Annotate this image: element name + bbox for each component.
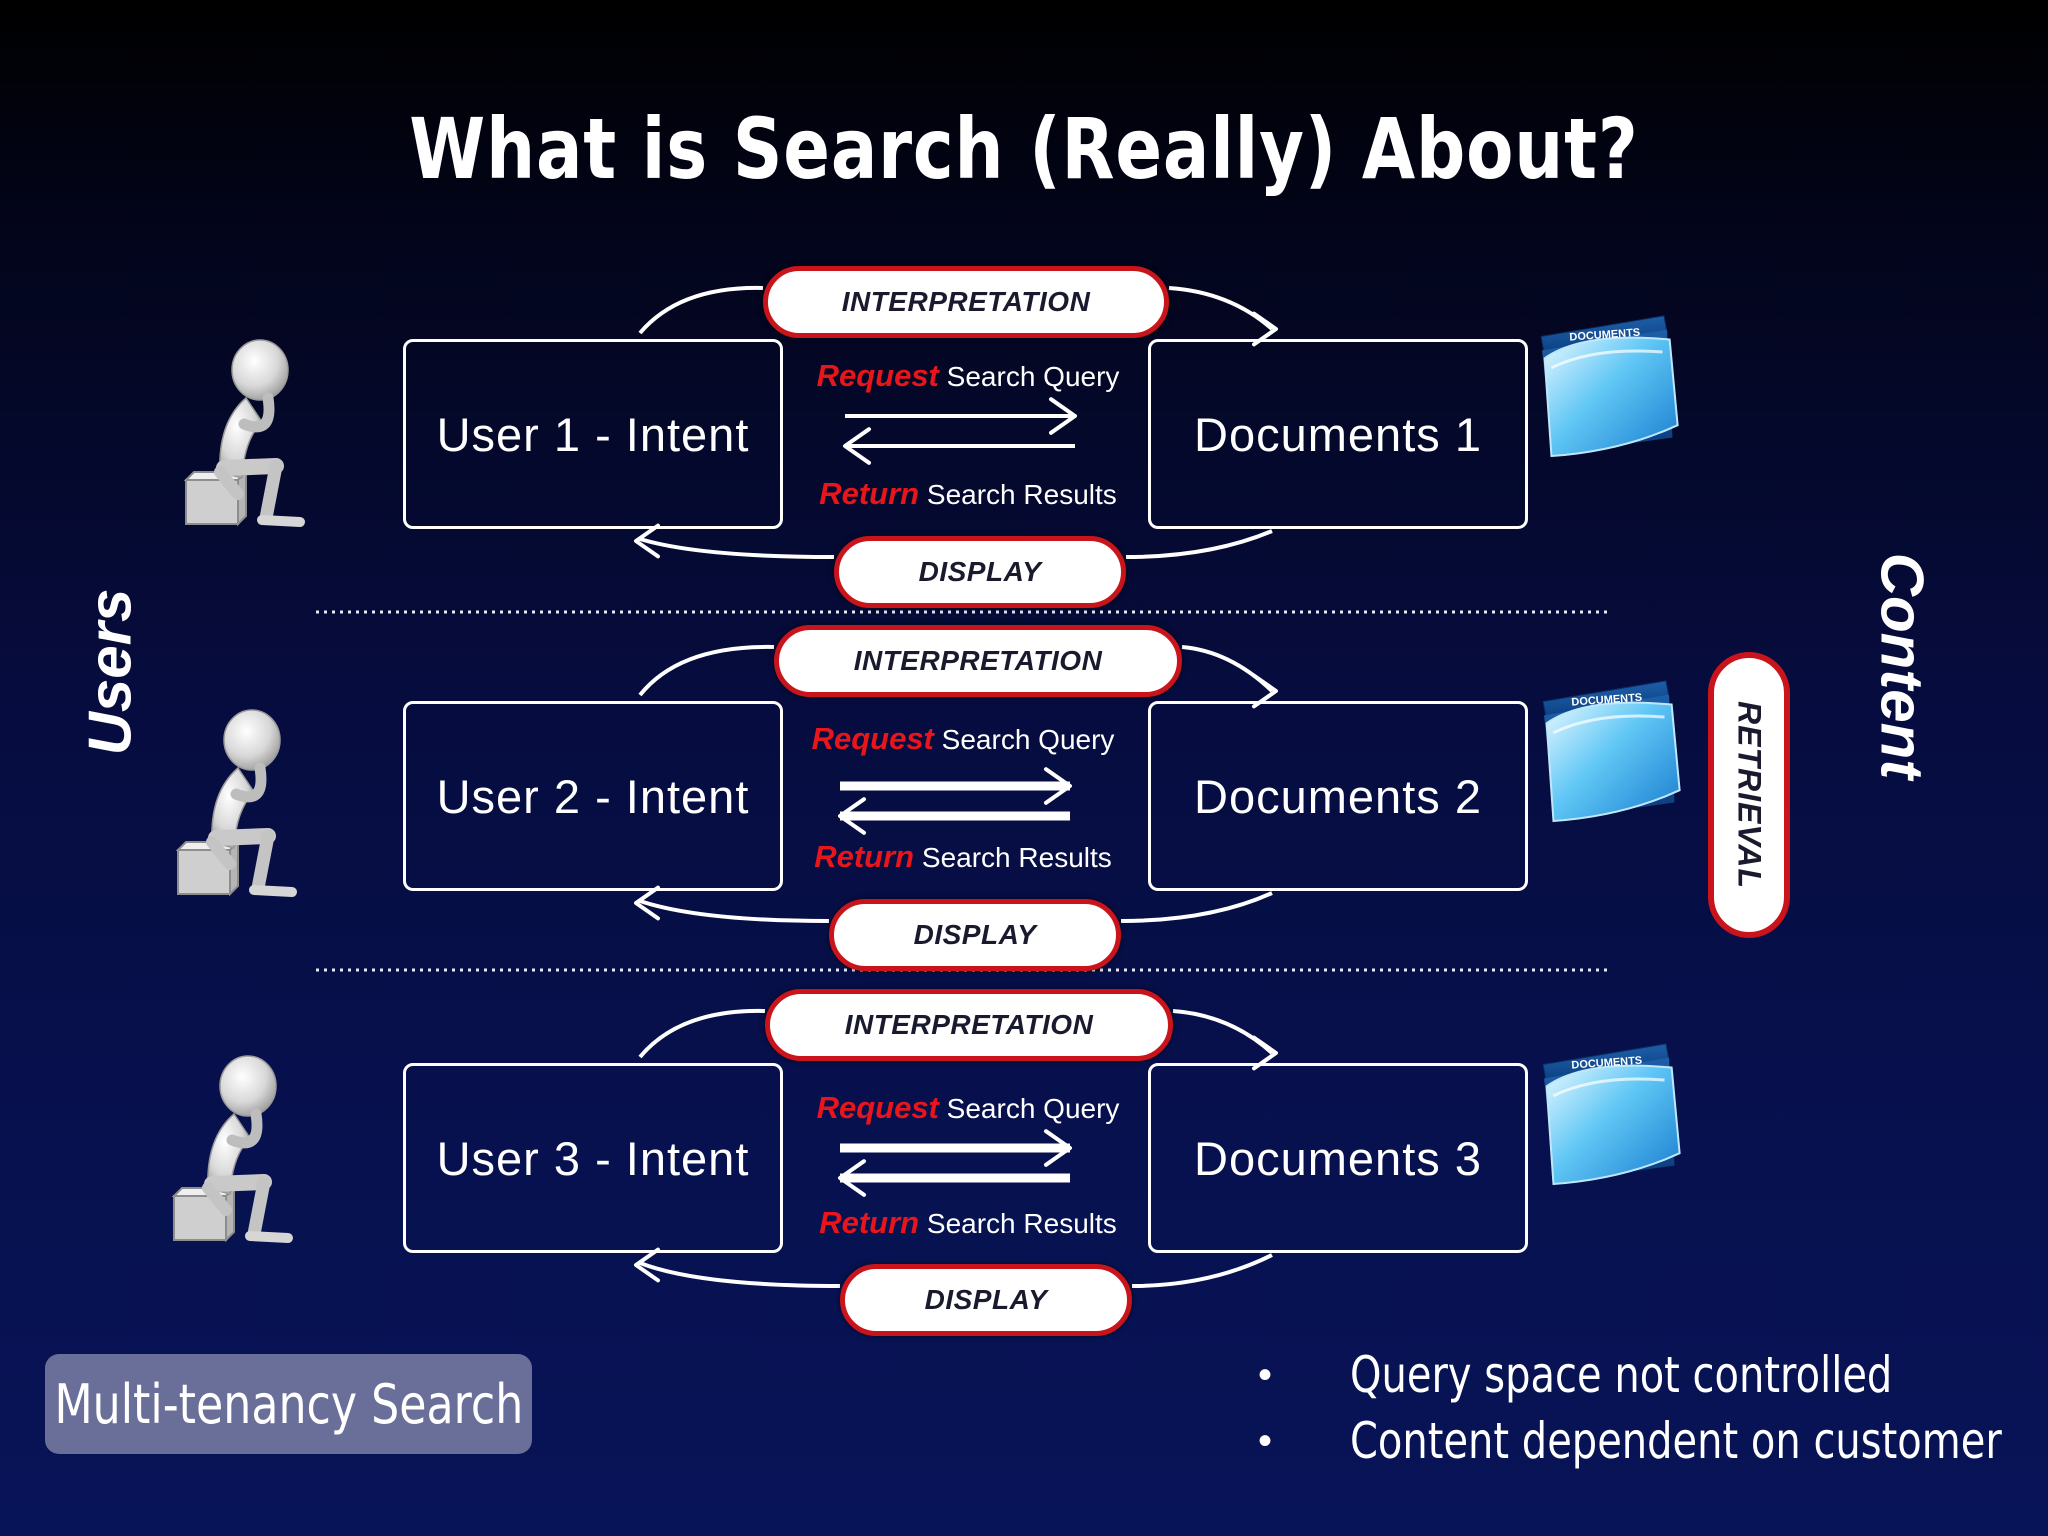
display-label: DISPLAY	[918, 556, 1042, 587]
return-word: Return	[819, 1205, 920, 1240]
folder-label: DOCUMENTS	[1569, 327, 1641, 344]
content-axis-label: Content	[1868, 552, 1936, 780]
interpretation-flow-line	[1172, 1009, 1274, 1055]
documents-box-3: Documents 3	[1148, 1063, 1528, 1253]
display-flow-line	[639, 1261, 841, 1288]
user-intent-label: User 2 - Intent	[436, 769, 750, 823]
return-rest: Search Results	[926, 1208, 1117, 1239]
documents-label: Documents 2	[1194, 769, 1482, 823]
return-caption-3: Return Search Results	[819, 1205, 1117, 1241]
documents-box-1: Documents 1	[1148, 339, 1528, 529]
interpretation-label: INTERPRETATION	[844, 1009, 1094, 1040]
display-flow-line	[1125, 529, 1273, 559]
thinking-person-icon	[178, 710, 292, 894]
bullet-list: • Query space not controlled • Content d…	[1258, 1342, 2018, 1474]
request-caption-3: Request Search Query	[817, 1090, 1120, 1126]
interpretation-flow-line	[638, 644, 775, 697]
documents-label: Documents 1	[1194, 407, 1482, 461]
request-rest: Search Query	[946, 1093, 1120, 1124]
request-word: Request	[816, 358, 939, 393]
display-arrowhead	[634, 1247, 660, 1283]
retrieval-pill: RETRIEVAL	[1708, 652, 1790, 938]
return-word: Return	[814, 839, 915, 874]
documents-label: Documents 3	[1194, 1131, 1482, 1185]
return-caption-2: Return Search Results	[814, 839, 1112, 875]
bullet-dot: •	[1258, 1353, 1273, 1397]
multi-tenancy-label: Multi-tenancy Search	[54, 1372, 523, 1436]
user-intent-label: User 3 - Intent	[436, 1131, 750, 1185]
user-intent-box-2: User 2 - Intent	[403, 701, 783, 891]
user-intent-label: User 1 - Intent	[436, 407, 750, 461]
interpretation-pill-3: INTERPRETATION	[765, 989, 1173, 1061]
request-arrowhead	[1049, 397, 1077, 435]
display-label: DISPLAY	[924, 1284, 1048, 1315]
return-arrowhead	[838, 797, 866, 835]
display-pill-2: DISPLAY	[829, 899, 1121, 971]
display-flow-line	[1120, 891, 1273, 923]
return-arrowhead	[843, 427, 871, 465]
interpretation-flow-line	[638, 285, 764, 335]
display-label: DISPLAY	[913, 919, 1037, 950]
slide-title: What is Search (Really) About?	[409, 100, 1639, 198]
bullet-dot: •	[1258, 1419, 1273, 1463]
return-word: Return	[819, 476, 920, 511]
thinking-person-icon	[174, 1056, 288, 1240]
display-flow-line	[1131, 1253, 1273, 1288]
display-arrowhead	[634, 523, 660, 559]
request-word: Request	[816, 1090, 939, 1125]
bullet-text: Content dependent on customer	[1350, 1412, 2002, 1470]
display-flow-line	[639, 899, 830, 923]
folder-label: DOCUMENTS	[1571, 1055, 1643, 1072]
interpretation-label: INTERPRETATION	[853, 645, 1103, 676]
interpretation-flow-line	[1168, 286, 1274, 331]
bullet-item: • Content dependent on customer	[1258, 1408, 2018, 1474]
request-rest: Search Query	[941, 724, 1115, 755]
return-rest: Search Results	[921, 842, 1112, 873]
thinking-person-icon	[186, 340, 300, 524]
request-caption-2: Request Search Query	[812, 721, 1115, 757]
interpretation-label: INTERPRETATION	[841, 286, 1091, 317]
return-caption-1: Return Search Results	[819, 476, 1117, 512]
bullet-item: • Query space not controlled	[1258, 1342, 2018, 1408]
interpretation-pill-1: INTERPRETATION	[763, 266, 1169, 338]
interpretation-flow-line	[1181, 645, 1274, 693]
display-flow-line	[639, 537, 835, 559]
folder-label: DOCUMENTS	[1571, 692, 1643, 709]
request-rest: Search Query	[946, 361, 1120, 392]
multi-tenancy-badge: Multi-tenancy Search	[45, 1354, 532, 1454]
interpretation-flow-line	[638, 1008, 766, 1059]
bullet-text: Query space not controlled	[1350, 1346, 1893, 1404]
interpretation-pill-2: INTERPRETATION	[774, 625, 1182, 697]
user-intent-box-3: User 3 - Intent	[403, 1063, 783, 1253]
return-rest: Search Results	[926, 479, 1117, 510]
request-arrowhead	[1044, 767, 1072, 805]
request-caption-1: Request Search Query	[817, 358, 1120, 394]
documents-box-2: Documents 2	[1148, 701, 1528, 891]
return-arrowhead	[838, 1159, 866, 1197]
request-arrowhead	[1044, 1129, 1072, 1167]
retrieval-label: RETRIEVAL	[1731, 701, 1768, 889]
display-arrowhead	[634, 885, 660, 921]
display-pill-1: DISPLAY	[834, 536, 1126, 608]
users-axis-label: Users	[76, 588, 144, 756]
user-intent-box-1: User 1 - Intent	[403, 339, 783, 529]
request-word: Request	[811, 721, 934, 756]
display-pill-3: DISPLAY	[840, 1264, 1132, 1336]
